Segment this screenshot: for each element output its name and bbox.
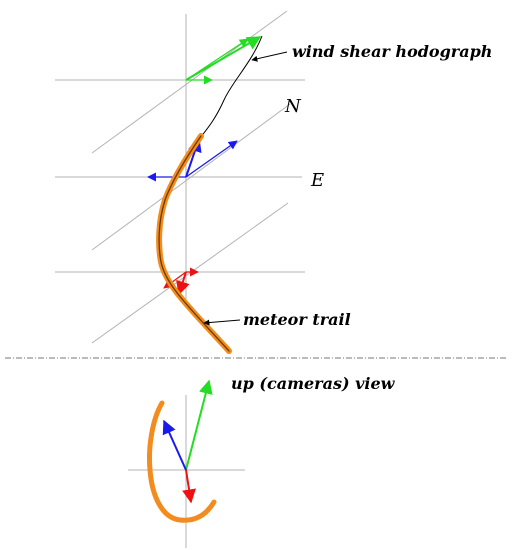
grid-diagonal-2 — [91, 103, 291, 251]
up-view-red-vector — [182, 469, 196, 504]
red-wind-vector-main — [176, 271, 190, 296]
up-view-label: up (cameras) view — [231, 374, 396, 393]
green-wind-vector-north — [185, 38, 249, 81]
upper-perspective-view: wind shear hodograph N E meteor trail — [55, 10, 492, 354]
meteor-trail-label: meteor trail — [243, 310, 351, 329]
meteor-trail-leader — [203, 319, 241, 326]
red-wind-vector-north — [163, 271, 187, 289]
meteor-trail — [156, 133, 232, 354]
blue-wind-vector-north — [185, 140, 238, 178]
hodograph-label: wind shear hodograph — [292, 42, 492, 61]
up-camera-view: up (cameras) view — [128, 374, 396, 548]
east-axis-label: E — [310, 170, 324, 191]
grid-diagonal-1 — [91, 10, 288, 154]
meteor-trail-core — [158, 135, 230, 352]
up-view-blue-vector — [162, 419, 187, 471]
up-view-meteor-trail — [147, 400, 217, 523]
hodograph-leader — [251, 51, 288, 62]
green-wind-vector-main — [185, 36, 262, 81]
north-axis-label: N — [284, 96, 302, 117]
up-view-green-vector — [185, 379, 213, 471]
